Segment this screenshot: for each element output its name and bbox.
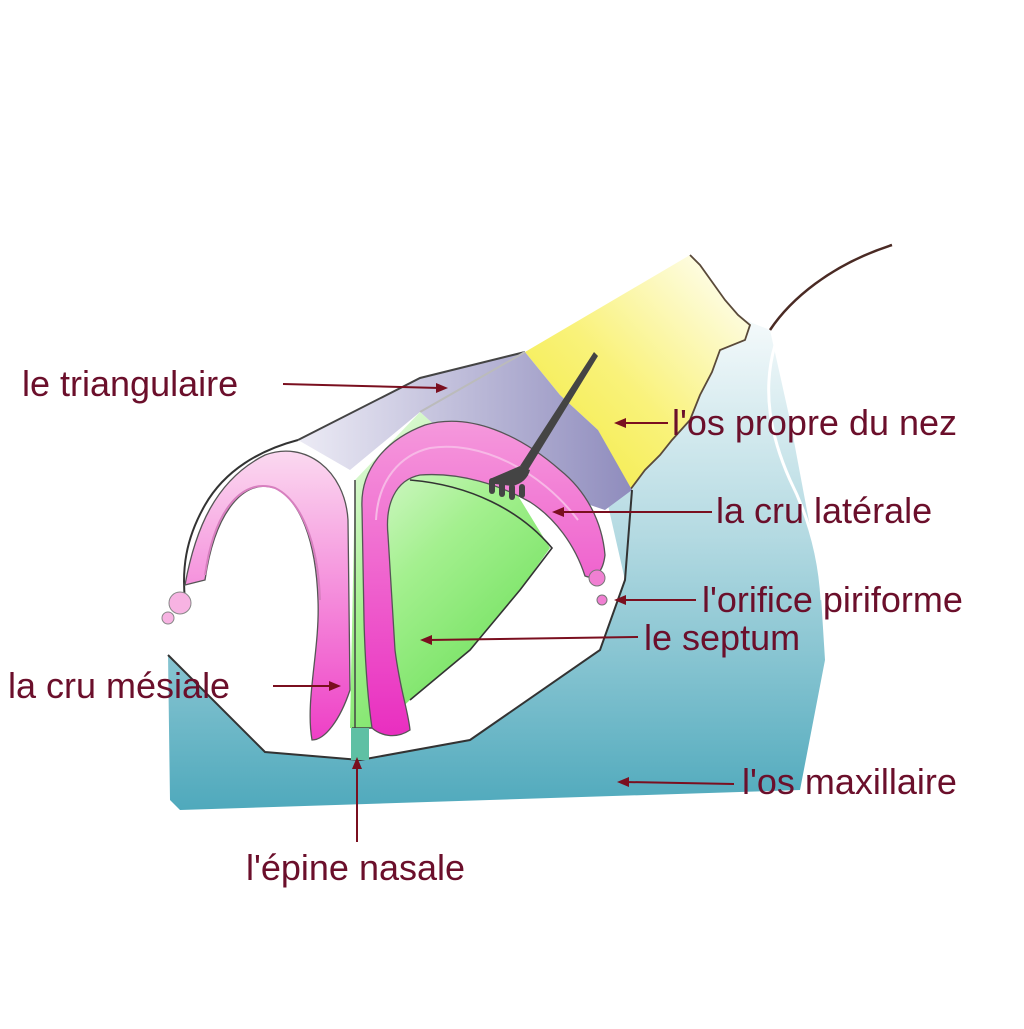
dorsum-line bbox=[297, 351, 526, 441]
label-septum: le septum bbox=[644, 617, 801, 658]
nasal-bone bbox=[525, 255, 750, 490]
nasal-bone-edge bbox=[629, 254, 752, 491]
triangular-fold bbox=[419, 351, 526, 413]
nasal-spine bbox=[351, 728, 369, 760]
leader-triangulaire bbox=[282, 383, 441, 389]
right-sesamoid-large bbox=[588, 569, 606, 587]
nose-outline bbox=[167, 439, 633, 762]
leader-os-maxillaire bbox=[624, 781, 735, 785]
right-sesamoid-small bbox=[596, 594, 608, 606]
leader-lines bbox=[273, 383, 735, 842]
face-edge-highlight bbox=[767, 344, 824, 601]
retractor-hook-icon bbox=[489, 352, 598, 500]
right-crus-inner-line bbox=[375, 445, 579, 521]
label-orifice: l'orifice piriforme bbox=[702, 579, 963, 620]
leader-septum bbox=[427, 636, 639, 641]
label-triangulaire: le triangulaire bbox=[22, 363, 239, 404]
label-cru-mesiale: la cru mésiale bbox=[8, 665, 231, 706]
septum-outline bbox=[409, 479, 554, 701]
left-sesamoid-large bbox=[168, 591, 192, 615]
right-lateral-crus bbox=[361, 420, 606, 737]
label-cru-laterale: la cru latérale bbox=[716, 490, 933, 531]
label-os-propre: l'os propre du nez bbox=[672, 402, 958, 443]
label-epine: l'épine nasale bbox=[246, 847, 466, 888]
left-sesamoid-small bbox=[161, 611, 175, 625]
forehead-contour bbox=[768, 243, 893, 331]
label-os-maxillaire: l'os maxillaire bbox=[742, 761, 957, 802]
left-crus-inner-line bbox=[204, 485, 321, 601]
